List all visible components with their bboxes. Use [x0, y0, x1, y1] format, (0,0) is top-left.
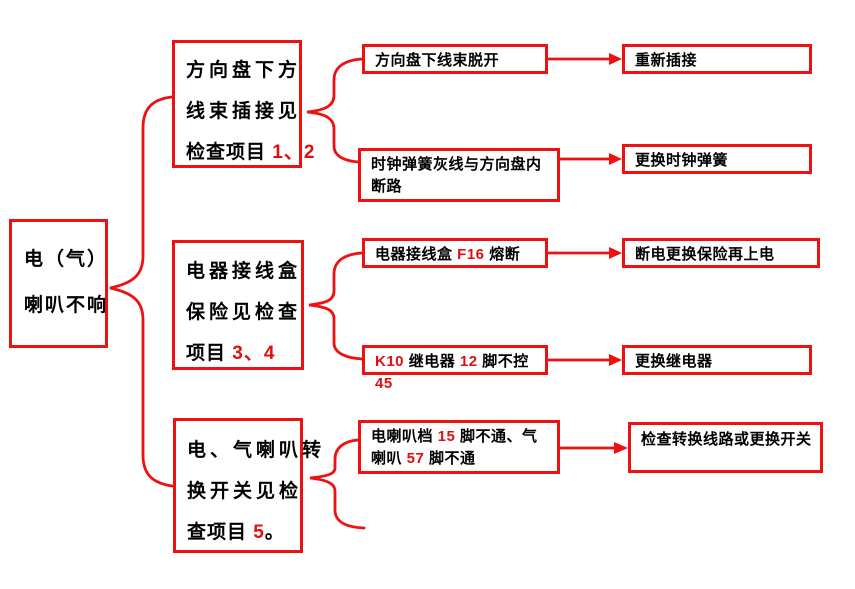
arrow-5-head	[614, 442, 628, 454]
cause4-seg-b: 继电器	[404, 353, 460, 370]
fault-text-line1: 电（气）	[24, 249, 109, 270]
check2-line1: 电器接线盒	[186, 261, 302, 282]
remedy1-text: 重新插接	[635, 52, 698, 69]
arrow-1-head	[609, 53, 622, 65]
remedy2-text: 更换时钟弹簧	[635, 152, 729, 169]
check3-line3: 查项目 5。	[187, 512, 300, 553]
cause3-seg-a: 电器接线盒	[375, 246, 458, 263]
check-box-3: 电、气喇叭转 换开关见检 查项目 5。	[173, 418, 326, 553]
cause3-seg-c: 熔断	[484, 246, 521, 263]
arrow-4-head	[609, 354, 622, 366]
remedy-box-4: 更换继电器	[622, 345, 812, 375]
cause-box-2: 时钟弹簧灰线与方向盘内断路	[358, 148, 560, 202]
remedy-box-3: 断电更换保险再上电	[622, 238, 820, 268]
check-box-1: 方向盘下方 线束插接见 检查项目 1、2	[172, 40, 314, 168]
cause3-fuse-id: F16	[457, 246, 485, 263]
check1-line3-text: 检查项目	[186, 142, 273, 163]
arrow-3-head	[609, 247, 622, 259]
brace-root-connector	[109, 95, 174, 488]
cause5-text: 电喇叭档 15 脚不通、气喇叭 57 脚不通	[371, 426, 549, 470]
cause4-seg-d: 脚不控	[477, 353, 529, 370]
cause3-text: 电器接线盒 F16 熔断	[375, 244, 545, 266]
remedy4-text: 更换继电器	[635, 353, 713, 370]
cause1-text: 方向盘下线束脱开	[375, 52, 500, 69]
cause4-relay-id: K10	[375, 353, 405, 370]
check2-line3: 项目 3、4	[186, 333, 301, 374]
cause5-seg-e: 脚不通	[424, 450, 476, 467]
check2-line2: 保险见检查	[186, 302, 302, 323]
remedy5-text: 检查转换线路或更换开关	[641, 431, 812, 448]
remedy3-text: 断电更换保险再上电	[635, 246, 775, 263]
check2-item-numbers: 3、4	[232, 343, 276, 364]
cause5-pin-15: 15	[437, 428, 456, 445]
check1-line1: 方向盘下方	[186, 60, 302, 81]
remedy-box-2: 更换时钟弹簧	[622, 144, 812, 174]
check3-line3-period: 。	[264, 522, 285, 543]
check1-item-numbers: 1、2	[272, 142, 316, 163]
fault-text-line2: 喇叭不响	[24, 295, 109, 316]
cause4-pin-45: 45	[375, 375, 393, 392]
cause-box-4: K10 继电器 12 脚不控 45	[362, 345, 548, 392]
brace-check2-connector	[308, 251, 364, 361]
cause5-pin-57: 57	[406, 450, 425, 467]
check-box-2: 电器接线盒 保险见检查 项目 3、4	[172, 240, 304, 370]
cause4-text: K10 继电器 12 脚不控 45	[375, 351, 545, 395]
cause5-seg-a: 电喇叭档	[371, 428, 438, 445]
remedy-box-5: 检查转换线路或更换开关	[628, 422, 823, 473]
check3-line2: 换开关见检	[187, 481, 303, 502]
check3-line1: 电、气喇叭转	[187, 440, 326, 461]
fault-box: 电（气） 喇叭不响	[9, 219, 108, 348]
check3-item-number: 5	[253, 522, 265, 543]
cause5-seg-c: 脚不通、气喇叭	[371, 428, 538, 467]
cause4-pin-12: 12	[459, 353, 478, 370]
arrow-2-head	[609, 153, 622, 165]
brace-check3-connector	[309, 438, 366, 530]
cause2-text: 时钟弹簧灰线与方向盘内断路	[371, 156, 542, 195]
check1-line3: 检查项目 1、2	[186, 132, 314, 173]
cause-box-5: 电喇叭档 15 脚不通、气喇叭 57 脚不通	[358, 420, 560, 474]
check1-line2: 线束插接见	[186, 101, 302, 122]
cause-box-3: 电器接线盒 F16 熔断	[362, 238, 548, 268]
remedy-box-1: 重新插接	[622, 44, 812, 74]
brace-check1-connector	[306, 57, 364, 164]
check2-line3-text: 项目	[186, 343, 233, 364]
check3-line3-text: 查项目	[187, 522, 254, 543]
cause-box-1: 方向盘下线束脱开	[362, 44, 548, 74]
